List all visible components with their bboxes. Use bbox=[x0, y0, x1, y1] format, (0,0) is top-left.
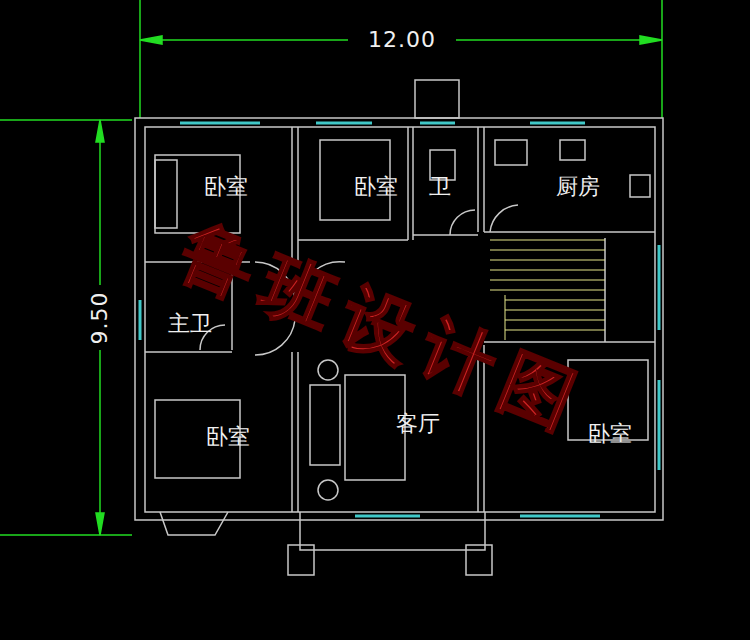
room-label: 卧室 bbox=[588, 423, 632, 445]
room-label: 主卫 bbox=[168, 313, 212, 335]
room-label: 卧室 bbox=[204, 176, 248, 198]
room-label: 厨房 bbox=[556, 176, 600, 198]
room-label: 卫 bbox=[429, 176, 451, 198]
watermark: 鲁班设计图 bbox=[172, 214, 598, 442]
room-label: 卧室 bbox=[354, 176, 398, 198]
dimension-text: 9.50 bbox=[89, 292, 111, 345]
room-label: 客厅 bbox=[396, 413, 440, 435]
room-label: 卧室 bbox=[206, 426, 250, 448]
dimension-text: 12.00 bbox=[368, 29, 436, 51]
